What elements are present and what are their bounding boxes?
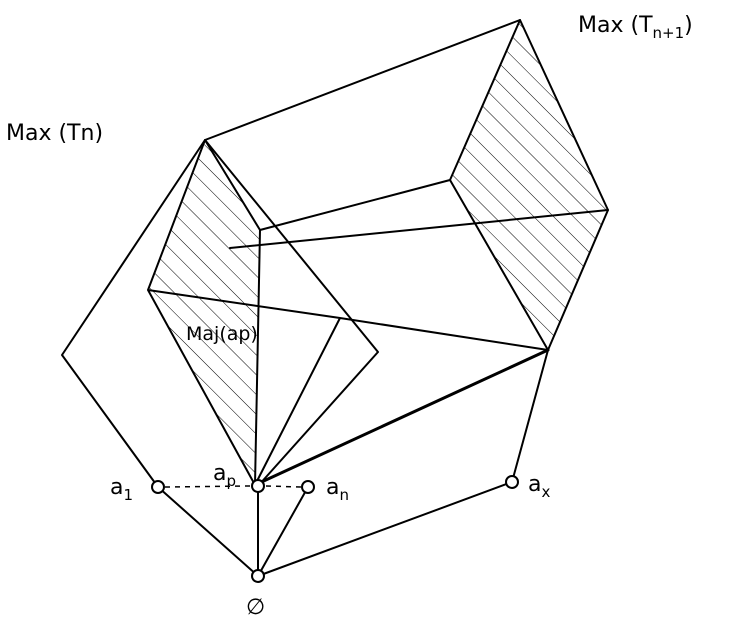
label-maj-ap: Maj(ap) [186,323,258,345]
box-outer-edges [204,19,609,351]
dashed-a1-ap [164,485,251,488]
node-a1 [151,480,165,494]
node-ax [505,475,519,489]
node-ap [251,479,265,493]
node-an [301,480,315,494]
dashed-ap-an [265,485,302,488]
box-back-edges [259,19,549,351]
hatched-face-left [148,140,260,485]
label-ax: ax [528,472,550,501]
label-empty-set: ∅ [246,595,265,620]
hatched-face-right [450,20,608,350]
label-ap: ap [213,461,236,490]
box-bottom-edge [253,348,550,487]
empty-set-edges [157,485,309,577]
label-max-tn1: Max (Tn+1) [578,13,693,42]
box-middle-ridge [229,209,609,249]
node-empty-set [251,569,265,583]
label-an: an [326,475,349,504]
label-a1: a1 [110,475,133,504]
label-max-tn: Max (Tn) [6,121,103,146]
